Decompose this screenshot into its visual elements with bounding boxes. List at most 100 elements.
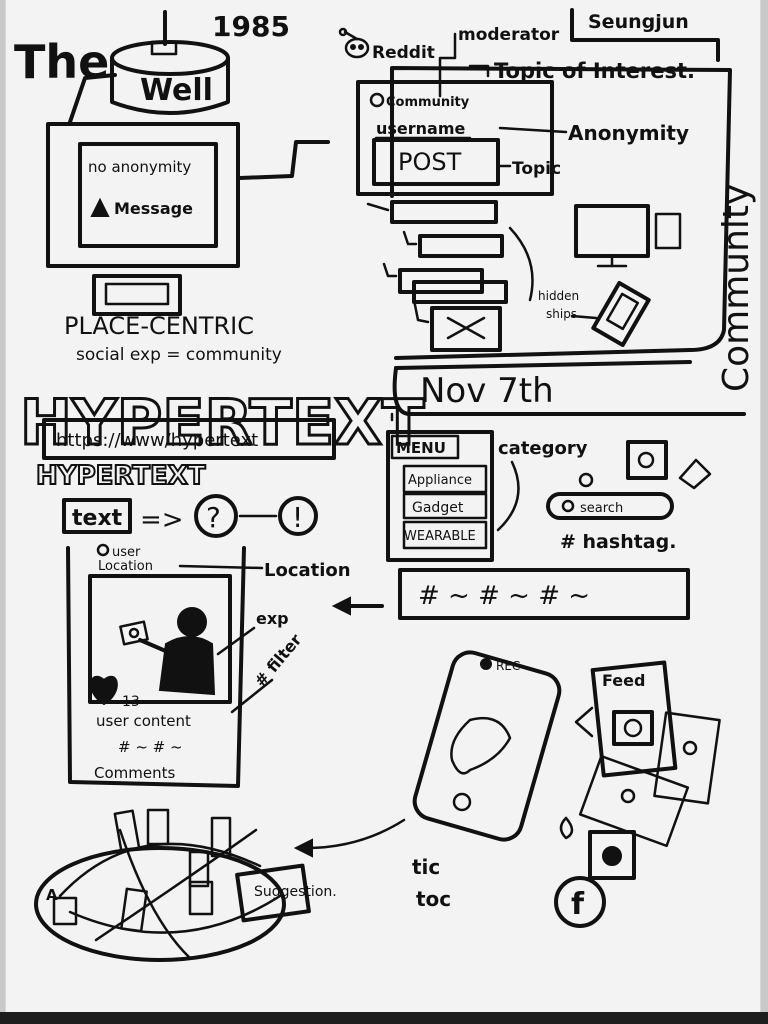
location-label: Location: [98, 559, 153, 574]
hashtag-label: # hashtag.: [560, 531, 676, 553]
url-text: https://www/hypertext: [56, 430, 258, 451]
hashtag-bar-text: # ~ # ~ # ~: [418, 581, 590, 611]
comments-label: Comments: [94, 764, 175, 782]
user-dot-icon: [96, 543, 110, 557]
hypertext-echo: HYPERTEXT: [36, 461, 206, 491]
community-frame: [390, 66, 732, 360]
monitor-icon: [46, 122, 240, 316]
date-box: Nov 7th: [392, 360, 746, 416]
anonymity-label: Anonymity: [568, 121, 689, 145]
well-screen-line1: no anonymity: [88, 158, 191, 176]
well-year: 1985: [212, 10, 290, 43]
tiktok-section: REC Feed f tic toc: [293, 650, 721, 928]
menu-label: MENU: [396, 439, 446, 457]
desk-edge: [0, 1012, 768, 1024]
menu-frame: [386, 430, 494, 562]
comment-thread: [366, 200, 508, 352]
feed-label: Feed: [602, 671, 645, 690]
author-bracket: [570, 8, 720, 62]
node-a-label: A: [46, 886, 58, 904]
arrow-label: =>: [140, 505, 184, 535]
category-label: category: [498, 438, 588, 459]
reddit-alien-icon: [338, 27, 370, 59]
small-circle-icon: [578, 472, 594, 488]
reddit-section: Reddit moderator Topic of Interest. Seun…: [338, 8, 732, 360]
well-cylinder-icon: [110, 10, 230, 115]
user-triangle-icon: [90, 197, 110, 217]
reddit-label: Reddit: [372, 43, 435, 63]
filter-label: # filter: [251, 630, 306, 690]
post-card-frame: [66, 546, 246, 788]
post-label: POST: [398, 148, 462, 176]
question-mark: ?: [206, 501, 221, 534]
hypertext-title: HYPERTEXT: [20, 386, 424, 459]
hidden-ships-label-2: ships: [546, 307, 577, 321]
toc-label: toc: [416, 887, 451, 911]
leaf-icon: [559, 816, 574, 840]
date-label: Nov 7th: [420, 371, 554, 411]
url-bar: [42, 418, 336, 460]
community-label: Community: [386, 95, 470, 110]
text-box-label: text: [72, 506, 123, 531]
hypertext-section: HYPERTEXT https://www/hypertext HYPERTEX…: [19, 385, 426, 538]
exclaim-circle: [278, 496, 318, 536]
moderator-label: moderator: [458, 25, 560, 45]
hidden-ships-label-1: hidden: [538, 289, 579, 303]
user-content-label: user content: [96, 712, 191, 730]
post-box: [372, 138, 500, 186]
the-well-section: The 1985 Well no anonymity Message PLACE…: [14, 10, 330, 365]
community-dot-icon: [369, 92, 385, 108]
network-outer-ellipse: [34, 846, 286, 962]
person-photo-icon: [119, 607, 216, 696]
facebook-icon: [554, 876, 606, 928]
well-title: The: [14, 35, 109, 89]
menu-item-wearable: WEARABLE: [404, 529, 476, 544]
likes-count: 13: [122, 694, 140, 710]
phone-frame: [412, 650, 562, 842]
menu-section: MENU Appliance Gadget WEARABLE category …: [386, 430, 712, 562]
camera-app-icon: [588, 830, 636, 880]
network-section: A Suggestion.: [34, 808, 337, 962]
rec-label: REC: [496, 659, 520, 673]
user-label: user: [112, 545, 141, 560]
location-note: Location: [264, 560, 351, 581]
reddit-post-frame: [356, 80, 554, 196]
place-centric-label: PLACE-CENTRIC: [64, 312, 254, 340]
tag-icon: [678, 458, 712, 490]
hashtag-bar: # ~ # ~ # ~: [331, 568, 690, 620]
exp-label: exp: [256, 609, 289, 628]
username-label: username: [376, 119, 466, 138]
well-screen-line2: Message: [114, 199, 193, 218]
phone-button-icon: [452, 792, 472, 812]
desktop-device-icon: [574, 204, 682, 268]
network-nodes: [52, 808, 311, 933]
social-exp-label: social exp = community: [76, 345, 282, 365]
feed-cards: Feed: [559, 660, 721, 880]
tic-label: tic: [412, 855, 440, 879]
menu-button: [390, 434, 460, 460]
text-box: [62, 498, 132, 534]
menu-item-appliance: Appliance: [408, 473, 472, 488]
well-label: Well: [140, 73, 213, 108]
post-card-section: user Location Location exp # filter 13 u…: [66, 543, 351, 788]
question-circle: [194, 494, 238, 538]
chevron-left-icon: [574, 706, 594, 738]
exclaim-mark: !: [292, 501, 303, 534]
community-vertical-label: Community: [716, 184, 757, 392]
search-label: search: [580, 501, 623, 516]
search-pill: [546, 492, 674, 520]
topic-label: Topic: [512, 159, 561, 179]
menu-item-gadget: Gadget: [412, 500, 464, 516]
search-icon: [561, 499, 575, 513]
facebook-label: f: [571, 887, 585, 922]
record-dot-icon: [480, 658, 492, 670]
heart-icon: [90, 675, 118, 706]
instagram-icon: [626, 440, 668, 480]
sketch-figure: [450, 716, 512, 775]
photo-frame: [88, 574, 232, 704]
post-tags: # ~ # ~: [118, 738, 183, 756]
suggestion-label: Suggestion.: [254, 884, 337, 900]
phone-device-icon: [591, 280, 651, 348]
author-label: Seungjun: [588, 11, 689, 33]
